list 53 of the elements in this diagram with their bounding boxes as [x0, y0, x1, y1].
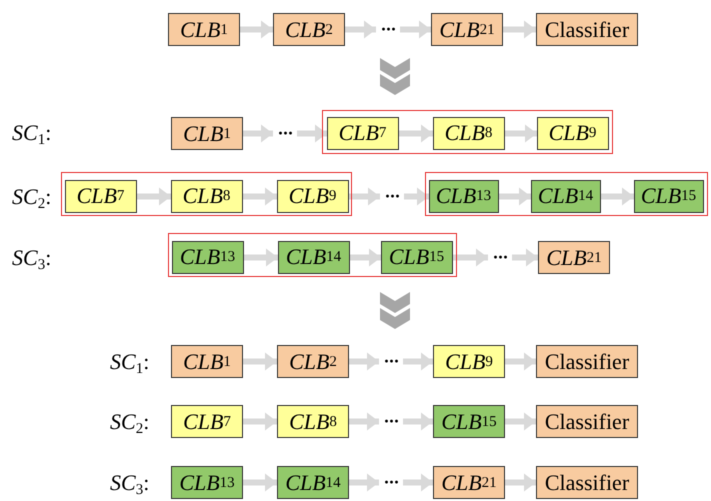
group-frame [322, 110, 613, 154]
row-label: SC$_{3}$: [12, 245, 52, 271]
arrow [243, 188, 277, 206]
arrow [403, 412, 433, 430]
arrow [499, 188, 531, 206]
ellipsis: ··· [376, 13, 400, 46]
arrow [505, 124, 537, 142]
ellipsis: ··· [379, 466, 403, 499]
arrow [505, 352, 536, 370]
ellipsis: ··· [380, 180, 404, 213]
arrow [243, 352, 277, 370]
arrow [244, 248, 278, 266]
group-frame [61, 172, 352, 216]
ellipsis: ··· [379, 405, 403, 438]
group-frame [168, 233, 457, 277]
arrow [349, 474, 379, 492]
arrow [399, 124, 433, 142]
arrow [350, 248, 381, 266]
process-box: Classifier [536, 345, 638, 378]
row-label: SC$_{3}$: [110, 470, 150, 496]
row-label: SC$_{1}$: [110, 349, 150, 375]
process-box: Classifier [536, 405, 638, 438]
double-chevron-icon [380, 58, 410, 95]
arrow [243, 124, 273, 142]
arrow [453, 248, 488, 266]
arrow [505, 412, 536, 430]
group-frame [425, 172, 708, 216]
arrow [297, 124, 327, 142]
arrow [503, 20, 536, 38]
row-label: SC$_{2}$: [110, 409, 150, 435]
ellipsis: ··· [488, 241, 512, 274]
arrow [505, 474, 536, 492]
ellipsis: ··· [379, 345, 403, 378]
arrow [601, 188, 634, 206]
process-box: Classifier [536, 13, 638, 46]
double-chevron-icon [380, 292, 410, 329]
arrow [240, 20, 273, 38]
process-box: Classifier [536, 466, 638, 499]
arrow [243, 412, 277, 430]
arrow [403, 474, 433, 492]
arrow [243, 474, 277, 492]
ellipsis: ··· [273, 117, 297, 150]
arrow [404, 188, 429, 206]
row-label: SC$_{1}$: [12, 120, 52, 146]
arrow [349, 188, 380, 206]
arrow [403, 352, 433, 370]
arrow [512, 248, 538, 266]
arrow [400, 20, 431, 38]
row-label: SC$_{2}$: [12, 184, 52, 210]
arrow [345, 20, 376, 38]
arrow [349, 412, 379, 430]
arrow [349, 352, 379, 370]
arrow [137, 188, 171, 206]
